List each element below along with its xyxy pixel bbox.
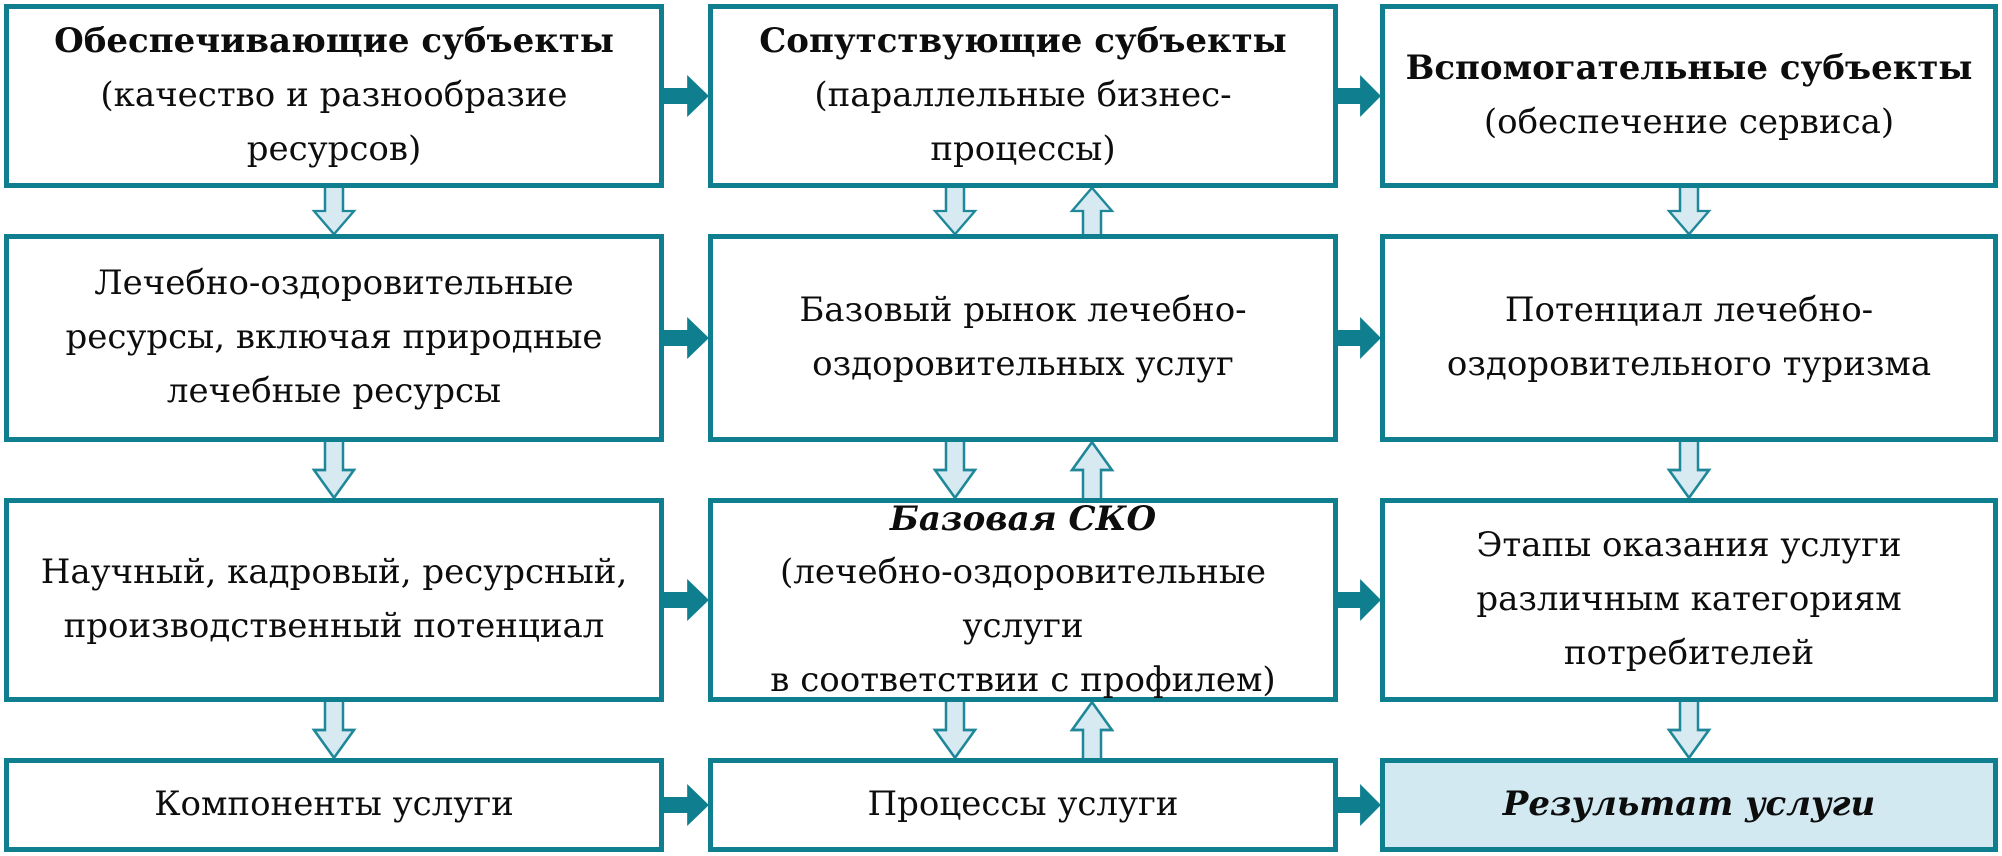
box-title: Сопутствующие субъекты (759, 21, 1287, 62)
arrow-right-icon (1334, 315, 1382, 361)
box-health-resources: Лечебно-оздоровительные ресурсы, включая… (4, 234, 664, 442)
box-body: Компоненты услуги (154, 784, 514, 825)
box-base-sko: Базовая СКО (лечебно-оздоровительные усл… (708, 498, 1338, 702)
box-service-result: Результат услуги (1380, 758, 1998, 852)
box-service-processes: Процессы услуги (708, 758, 1338, 852)
arrow-down-icon (1666, 700, 1712, 760)
box-service-stages: Этапы оказания услуги различным категори… (1380, 498, 1998, 702)
arrow-right-icon (1334, 782, 1382, 828)
box-title: Базовая СКО (889, 498, 1157, 539)
box-body: Лечебно-оздоровительные ресурсы, включая… (65, 263, 603, 411)
arrow-down-icon (311, 440, 357, 500)
box-body: (параллельные бизнес-процессы) (814, 75, 1232, 169)
box-title: Вспомогательные субъекты (1405, 48, 1973, 89)
box-production-potential: Научный, кадровый, ресурсный, производст… (4, 498, 664, 702)
box-body: Этапы оказания услуги различным категори… (1476, 525, 1902, 673)
box-tourism-potential: Потенциал лечебно- оздоровительного тури… (1380, 234, 1998, 442)
arrow-up-icon (1069, 440, 1115, 500)
box-base-market: Базовый рынок лечебно- оздоровительных у… (708, 234, 1338, 442)
box-body: Процессы услуги (867, 784, 1179, 825)
box-body: (качество и разнообразие ресурсов) (100, 75, 568, 169)
arrow-right-icon (1334, 577, 1382, 623)
arrow-down-icon (311, 700, 357, 760)
arrow-right-icon (660, 782, 710, 828)
arrow-down-icon (932, 186, 978, 236)
arrow-right-icon (660, 577, 710, 623)
box-service-components: Компоненты услуги (4, 758, 664, 852)
box-title: Обеспечивающие субъекты (54, 21, 614, 62)
arrow-right-icon (1334, 73, 1382, 119)
arrow-down-icon (932, 700, 978, 760)
box-title: Результат услуги (1502, 784, 1876, 825)
arrow-down-icon (1666, 186, 1712, 236)
box-providing-subjects: Обеспечивающие субъекты (качество и разн… (4, 4, 664, 188)
box-auxiliary-subjects: Вспомогательные субъекты (обеспечение се… (1380, 4, 1998, 188)
arrow-down-icon (932, 440, 978, 500)
arrow-up-icon (1069, 186, 1115, 236)
arrow-right-icon (660, 315, 710, 361)
arrow-right-icon (660, 73, 710, 119)
arrow-up-icon (1069, 700, 1115, 760)
box-accompanying-subjects: Сопутствующие субъекты (параллельные биз… (708, 4, 1338, 188)
box-body: Научный, кадровый, ресурсный, производст… (40, 552, 628, 646)
box-body: Потенциал лечебно- оздоровительного тури… (1446, 290, 1932, 384)
box-body: Базовый рынок лечебно- оздоровительных у… (799, 290, 1247, 384)
arrow-down-icon (311, 186, 357, 236)
box-body: (обеспечение сервиса) (1483, 102, 1895, 142)
arrow-down-icon (1666, 440, 1712, 500)
box-body: (лечебно-оздоровительные услуги в соотве… (770, 552, 1276, 700)
